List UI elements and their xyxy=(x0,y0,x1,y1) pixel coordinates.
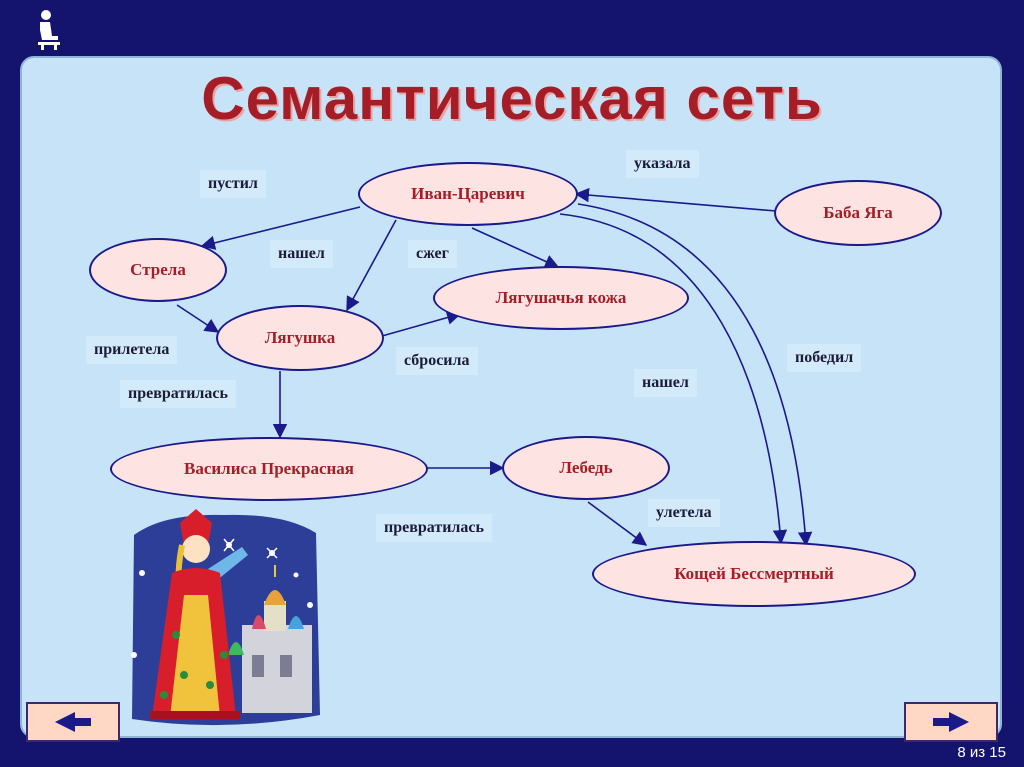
node-ivan-tsarevich: Иван-Царевич xyxy=(358,162,578,226)
edge-label-priletela: прилетела xyxy=(86,336,178,364)
edge-baba-ivan xyxy=(574,187,777,212)
vasilisa-illustration xyxy=(131,509,320,726)
edge-label-nashel: нашел xyxy=(270,240,333,268)
edge-ivan-koshey-nashel xyxy=(559,213,788,545)
edge-label-nashel-2: нашел xyxy=(634,369,697,397)
edge-label-sbrosila: сбросила xyxy=(396,347,478,375)
presenter-icon xyxy=(38,10,60,50)
prev-slide-button[interactable] xyxy=(26,702,120,742)
edge-lyagushka-kozha xyxy=(381,310,462,337)
edge-label-prevratilas-2: превратилась xyxy=(376,514,492,542)
next-slide-button[interactable] xyxy=(904,702,998,742)
edge-strela-lyagushka xyxy=(176,304,220,333)
node-koshey-bessmertny: Кощей Бессмертный xyxy=(592,541,916,607)
edge-ivan-koshey-pobedil xyxy=(577,203,813,547)
edge-lebed-koshey xyxy=(587,501,648,546)
node-strela: Стрела xyxy=(89,238,227,302)
page-indicator: 8 из 15 xyxy=(957,744,1006,761)
arrow-left-icon xyxy=(55,712,91,732)
edge-label-ukazala: указала xyxy=(626,150,699,178)
node-lyagushachya-kozha: Лягушачья кожа xyxy=(433,266,689,330)
edge-label-szheg: сжег xyxy=(408,240,457,268)
edge-ivan-strela xyxy=(200,206,361,250)
edge-label-pustil: пустил xyxy=(200,170,266,198)
node-baba-yaga: Баба Яга xyxy=(774,180,942,246)
edge-ivan-kozha xyxy=(471,227,560,269)
edge-label-prevratilas: превратилась xyxy=(120,380,236,408)
node-vasilisa-prekrasnaya: Василиса Прекрасная xyxy=(110,437,428,501)
arrow-right-icon xyxy=(933,712,969,732)
edge-ivan-lyagushka xyxy=(346,219,397,312)
node-lebed: Лебедь xyxy=(502,436,670,500)
node-lyagushka: Лягушка xyxy=(216,305,384,371)
page-title: Семантическая сеть xyxy=(201,65,823,132)
edge-label-uletela: улетела xyxy=(648,499,720,527)
edge-label-pobedil: победил xyxy=(787,344,862,372)
